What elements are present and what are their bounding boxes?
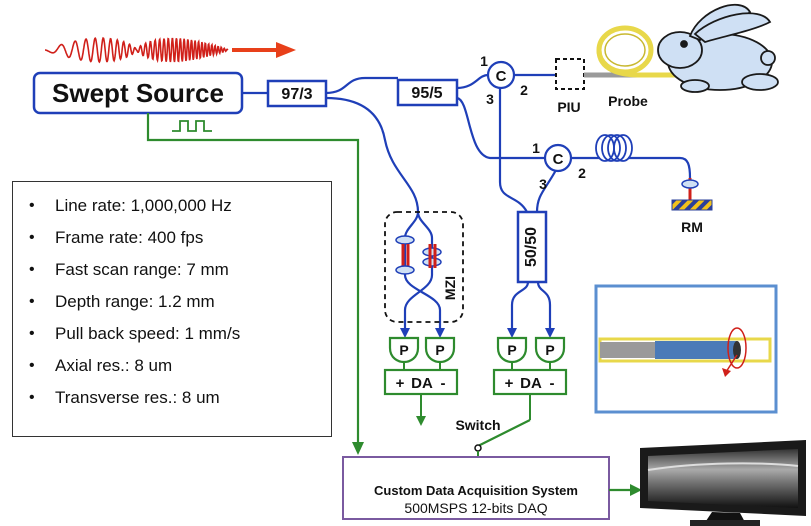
coupler-95-5: 95/5: [396, 78, 459, 107]
photodetector: P: [388, 336, 420, 364]
photodetector-label: P: [507, 342, 516, 358]
mzi-label: MZI: [442, 276, 458, 300]
da-minus: -: [550, 375, 555, 392]
spec-fast-scan-range: Fast scan range: 7 mm: [13, 254, 331, 286]
spec-line-rate: Line rate: 1,000,000 Hz: [13, 190, 331, 222]
specifications-list: Line rate: 1,000,000 Hz Frame rate: 400 …: [13, 182, 331, 414]
photodetector-label: P: [435, 342, 444, 358]
circulator-port-1: 1: [480, 53, 488, 69]
coupler-95-5-label: 95/5: [411, 85, 442, 102]
coupler-50-50: 50/50: [516, 210, 548, 284]
circulator-port-1: 1: [532, 140, 540, 156]
photodetector-label: P: [399, 342, 408, 358]
rm-label: RM: [681, 219, 703, 235]
da-plus: +: [505, 375, 514, 392]
coupler-97-3: 97/3: [266, 79, 328, 108]
catheter-inset: [594, 284, 778, 414]
circulator-port-3: 3: [486, 91, 494, 107]
circulator-sample-arm: C 1 2 3: [480, 53, 528, 107]
circulator-port-3: 3: [539, 176, 547, 192]
photodetectors: P P P P: [388, 336, 566, 370]
swept-source-label: Swept Source: [52, 78, 224, 108]
photodetector: P: [534, 336, 566, 364]
sweep-waveform-icon: [45, 36, 229, 64]
switch-label: Switch: [455, 417, 500, 433]
spec-depth-range: Depth range: 1.2 mm: [13, 286, 331, 318]
trigger-line: [146, 113, 364, 455]
photodetector: P: [496, 336, 528, 364]
probe-catheter-icon: Probe: [584, 25, 700, 109]
swept-source-box: Swept Source: [32, 71, 244, 115]
da-minus: -: [441, 375, 446, 392]
coupler-50-50-label: 50/50: [523, 227, 540, 267]
detector-arrowheads: [400, 328, 555, 338]
coupler-97-3-label: 97/3: [281, 86, 312, 103]
spec-axial-res: Axial res.: 8 um: [13, 350, 331, 382]
differential-amplifier-1: + DA -: [383, 368, 459, 426]
circulator-reference-arm: C 1 2 3: [532, 140, 586, 192]
sweep-direction-arrow-icon: [232, 42, 296, 58]
circulator-symbol: C: [496, 68, 507, 85]
mzi-box: MZI: [384, 211, 464, 323]
fiber-coil-icon: [595, 134, 633, 162]
reference-mirror: RM: [671, 178, 713, 235]
circulator-symbol: C: [553, 151, 564, 168]
da-label: DA: [411, 375, 433, 392]
fiber-network: [242, 73, 692, 330]
monitor-icon: [640, 440, 806, 526]
probe-label: Probe: [608, 93, 648, 109]
specifications-box: Line rate: 1,000,000 Hz Frame rate: 400 …: [12, 181, 332, 437]
da-label: DA: [520, 375, 542, 392]
piu-label: PIU: [557, 99, 580, 115]
daq-subtitle: 500MSPS 12-bits DAQ: [404, 500, 547, 516]
spec-frame-rate: Frame rate: 400 fps: [13, 222, 331, 254]
circulator-port-2: 2: [578, 165, 586, 181]
photodetector-label: P: [545, 342, 554, 358]
photodetector: P: [424, 336, 456, 364]
daq-title: Custom Data Acquisition System: [374, 483, 578, 498]
rabbit-icon: [657, 3, 779, 93]
trigger-pulse-icon: [172, 120, 212, 132]
spec-pull-back-speed: Pull back speed: 1 mm/s: [13, 318, 331, 350]
daq-box: Custom Data Acquisition System 500MSPS 1…: [342, 456, 642, 520]
piu-box: PIU: [555, 58, 585, 115]
circulator-port-2: 2: [520, 82, 528, 98]
switch: Switch: [455, 417, 531, 457]
da-plus: +: [396, 375, 405, 392]
spec-transverse-res: Transverse res.: 8 um: [13, 382, 331, 414]
differential-amplifier-2: + DA -: [492, 368, 568, 420]
